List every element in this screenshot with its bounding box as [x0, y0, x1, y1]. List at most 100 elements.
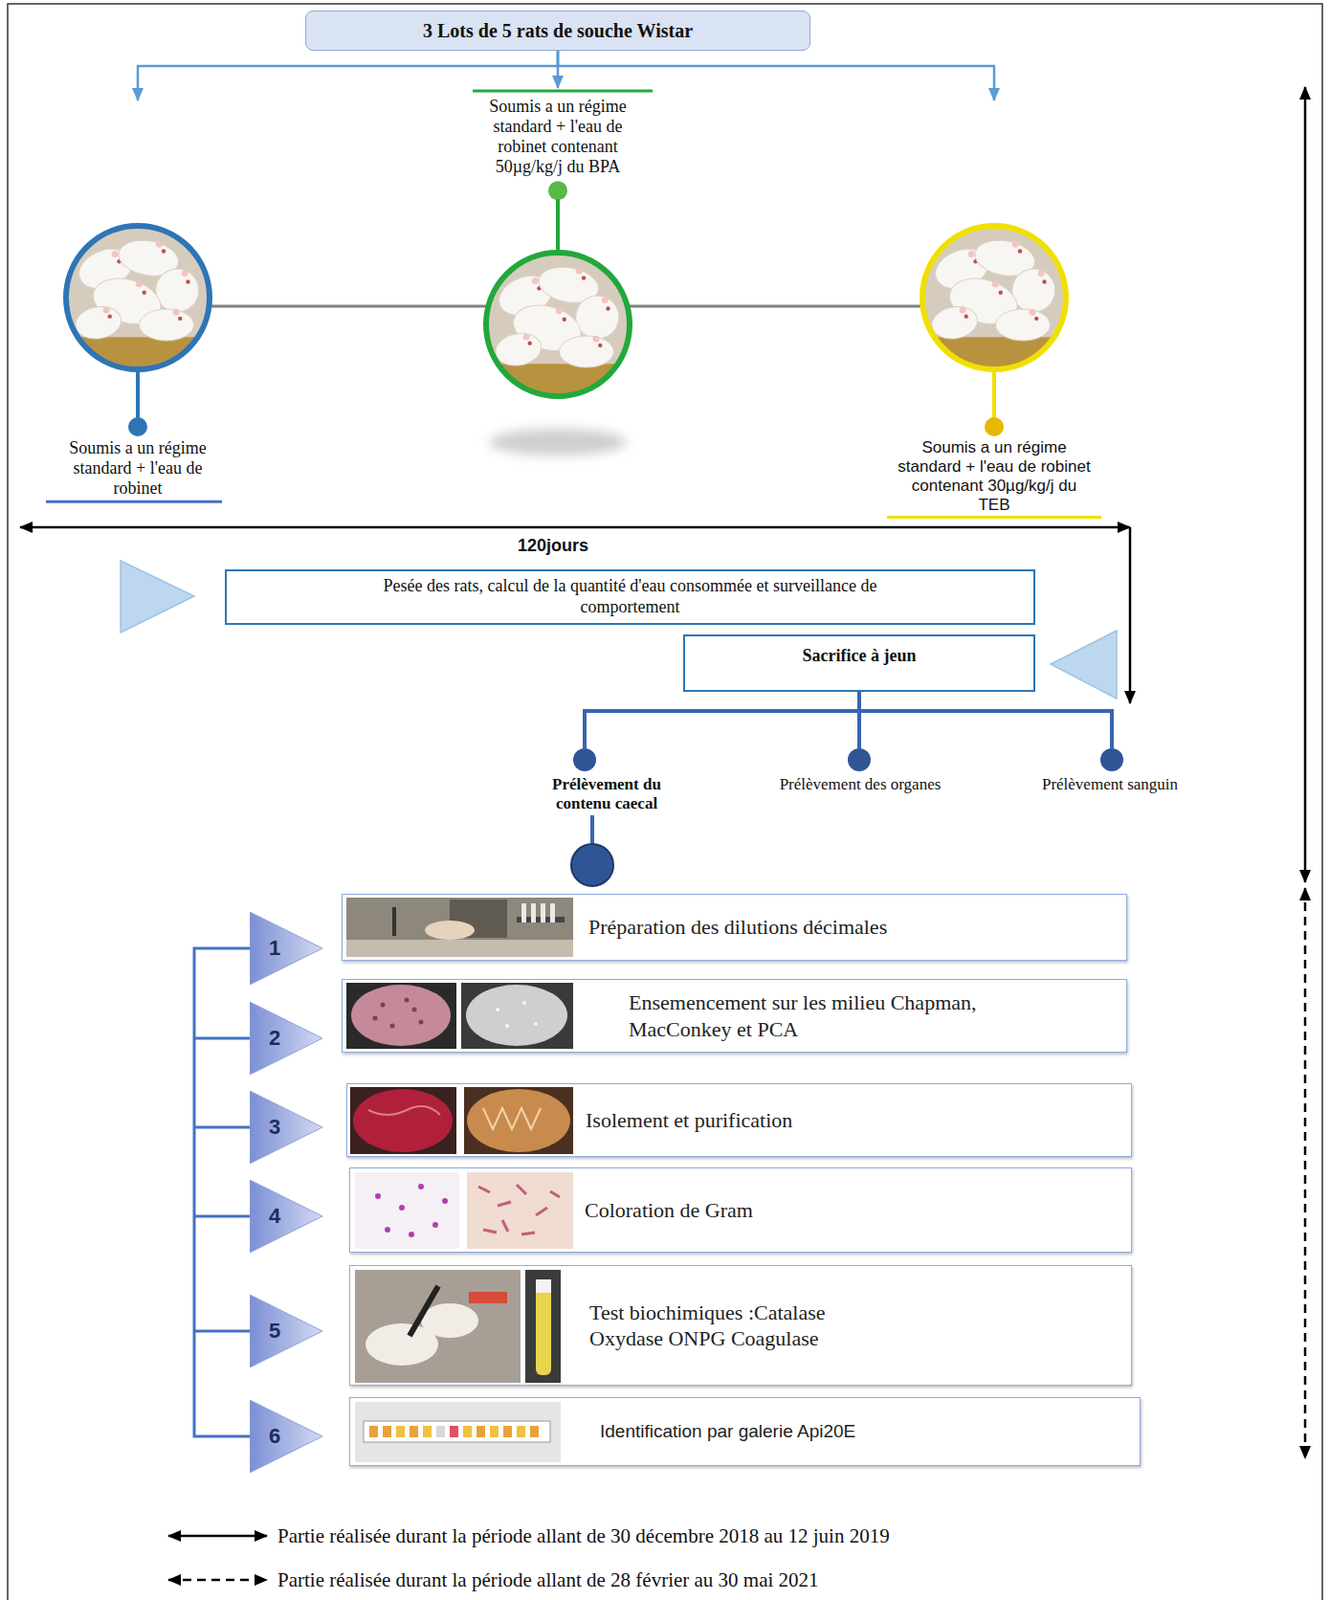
shape-polygon — [249, 1179, 323, 1253]
shape-rect — [406, 1285, 441, 1338]
shape-rect — [550, 903, 555, 923]
step-box: Test biochimiques :Catalase Oxydase ONPG… — [349, 1264, 1132, 1386]
shape-circle — [432, 1221, 439, 1228]
shape-circle — [581, 275, 586, 280]
shape-circle — [1012, 241, 1020, 248]
shape-rect — [363, 1420, 551, 1442]
node-text: 3 Lots de 5 rats de souche Wistar — [422, 20, 693, 43]
period-arrow-dashed — [1304, 887, 1308, 1459]
rats-photo — [66, 225, 210, 374]
shape-ellipse — [421, 1303, 479, 1338]
triangle-shape — [249, 911, 323, 985]
title-box: 3 Lots de 5 rats de souche Wistar — [305, 10, 811, 51]
step-number-triangle: 2 — [249, 1001, 323, 1075]
shape-circle — [1100, 748, 1124, 772]
shape-circle — [135, 280, 143, 288]
node-text: Pesée des rats, calcul de la quantité d'… — [343, 576, 918, 618]
photo-api-strip — [354, 1401, 561, 1463]
shape-rect — [409, 1425, 419, 1438]
triangle-shape — [249, 1090, 323, 1164]
shape-ellipse — [996, 309, 1051, 341]
shape-circle — [573, 748, 597, 772]
shape-circle — [384, 1226, 391, 1233]
shape-rect — [535, 1279, 552, 1293]
photo-gram — [354, 1172, 574, 1249]
pin-shape — [497, 748, 718, 774]
shape-rect — [540, 903, 546, 923]
node-text: 2 — [268, 1025, 281, 1051]
pin-shape — [1004, 748, 1216, 774]
shape-circle — [399, 1204, 405, 1211]
shape-circle — [548, 180, 568, 200]
shape-rect — [354, 1401, 561, 1463]
shape-path — [483, 1108, 541, 1130]
shape-circle — [968, 250, 976, 258]
pin-node: Prélèvement du contenu caecal — [497, 748, 718, 819]
shape-circle — [555, 307, 563, 314]
shape-circle — [412, 1007, 418, 1013]
node-text: Test biochimiques :Catalase Oxydase ONPG… — [589, 1299, 896, 1353]
shape-circle — [418, 1183, 424, 1190]
shape-rect — [476, 1425, 486, 1438]
shape-circle — [592, 335, 599, 343]
shape-path — [368, 1106, 441, 1115]
shape-circle — [181, 269, 189, 277]
shape-circle — [108, 313, 112, 318]
shape-rect — [466, 1172, 574, 1249]
shape-ellipse — [424, 920, 475, 940]
shape-rect — [461, 982, 574, 1049]
decor-triangle — [120, 560, 195, 633]
shape-circle — [601, 296, 609, 304]
connector — [859, 691, 1112, 749]
shape-rect — [530, 1425, 539, 1438]
node-text: Soumis a un régime standard + l'eau de r… — [896, 438, 1093, 515]
photo-dilutions — [346, 897, 574, 957]
step-number-triangle: 1 — [249, 911, 323, 985]
shape-rect — [346, 982, 457, 1049]
shape-ellipse — [465, 984, 568, 1046]
shape-circle — [390, 1023, 396, 1029]
node-text: 1 — [268, 935, 281, 961]
shape-rect — [464, 1086, 574, 1154]
process-box: Pesée des rats, calcul de la quantité d'… — [224, 569, 1036, 625]
connector — [557, 50, 995, 101]
group-circle: Soumis a un régime standard + l'eau de r… — [880, 102, 1110, 521]
step-box: Isolement et purification — [346, 1083, 1132, 1157]
step-number-triangle: 5 — [249, 1294, 323, 1368]
shape-circle — [408, 1231, 415, 1238]
shape-path — [478, 1184, 560, 1235]
shape-circle — [533, 1021, 538, 1026]
rats-photo — [486, 252, 630, 400]
node-text: 5 — [268, 1318, 281, 1344]
shape-rect — [516, 1425, 526, 1438]
shape-circle — [404, 997, 410, 1003]
node-text: Sacrifice à jeun — [802, 645, 917, 667]
shape-rect — [436, 1425, 445, 1438]
shape-circle — [562, 317, 567, 322]
shape-polygon — [249, 1001, 323, 1075]
shape-rect — [489, 1425, 499, 1438]
shape-rect — [369, 1425, 378, 1438]
shape-ellipse — [139, 309, 195, 341]
shape-circle — [373, 1016, 378, 1021]
connector — [137, 50, 558, 101]
shape-polygon — [249, 911, 323, 985]
shape-circle — [998, 290, 1003, 295]
group-circle: Soumis a un régime standard + l'eau de r… — [459, 89, 661, 401]
group-circle: Soumis a un régime standard + l'eau de r… — [38, 102, 240, 506]
shape-rect — [354, 1172, 460, 1249]
pin-node: Prélèvement sanguin — [1004, 748, 1216, 798]
legend-text: Partie réalisée durant la période allant… — [277, 1524, 890, 1549]
shape-rect — [350, 1086, 457, 1154]
connector — [208, 305, 488, 309]
shape-circle — [598, 343, 602, 348]
shape-circle — [155, 241, 163, 248]
shape-circle — [984, 417, 1004, 437]
shape-circle — [380, 1002, 386, 1008]
shape-rect — [468, 1291, 508, 1304]
pin-line — [590, 815, 595, 844]
duration-drop-arrow — [1129, 527, 1132, 704]
shape-circle — [1038, 269, 1045, 277]
shape-circle — [419, 1019, 424, 1025]
